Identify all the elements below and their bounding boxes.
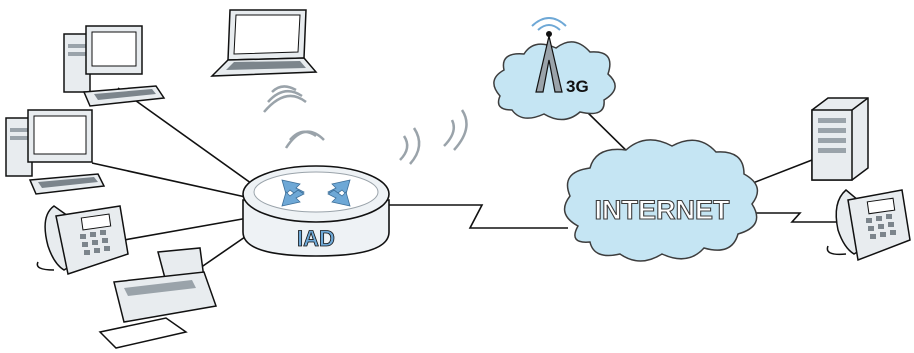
wireless-signal-icon: [263, 85, 325, 149]
laptop-icon: [210, 9, 318, 77]
link-remote-phone: [745, 212, 838, 223]
mobile-cloud-label: 3G: [566, 77, 589, 96]
wireless-signal-icon: [399, 109, 468, 165]
link-phone: [123, 217, 249, 241]
link-desktop-1: [117, 87, 256, 187]
link-router-internet: [385, 204, 568, 229]
phone-icon: [826, 189, 911, 262]
router-label: IAD: [297, 226, 335, 251]
printer-icon: [98, 247, 218, 349]
desktop-computer-icon: [63, 25, 166, 107]
link-desktop-2: [91, 162, 251, 199]
cell-tower-icon: [531, 17, 567, 93]
phone-icon: [36, 205, 129, 275]
server-icon: [811, 97, 869, 181]
router-icon: [242, 165, 390, 257]
cloud-icon: [563, 139, 759, 262]
internet-cloud-label: INTERNET: [595, 195, 731, 225]
desktop-computer-icon: [5, 109, 106, 195]
